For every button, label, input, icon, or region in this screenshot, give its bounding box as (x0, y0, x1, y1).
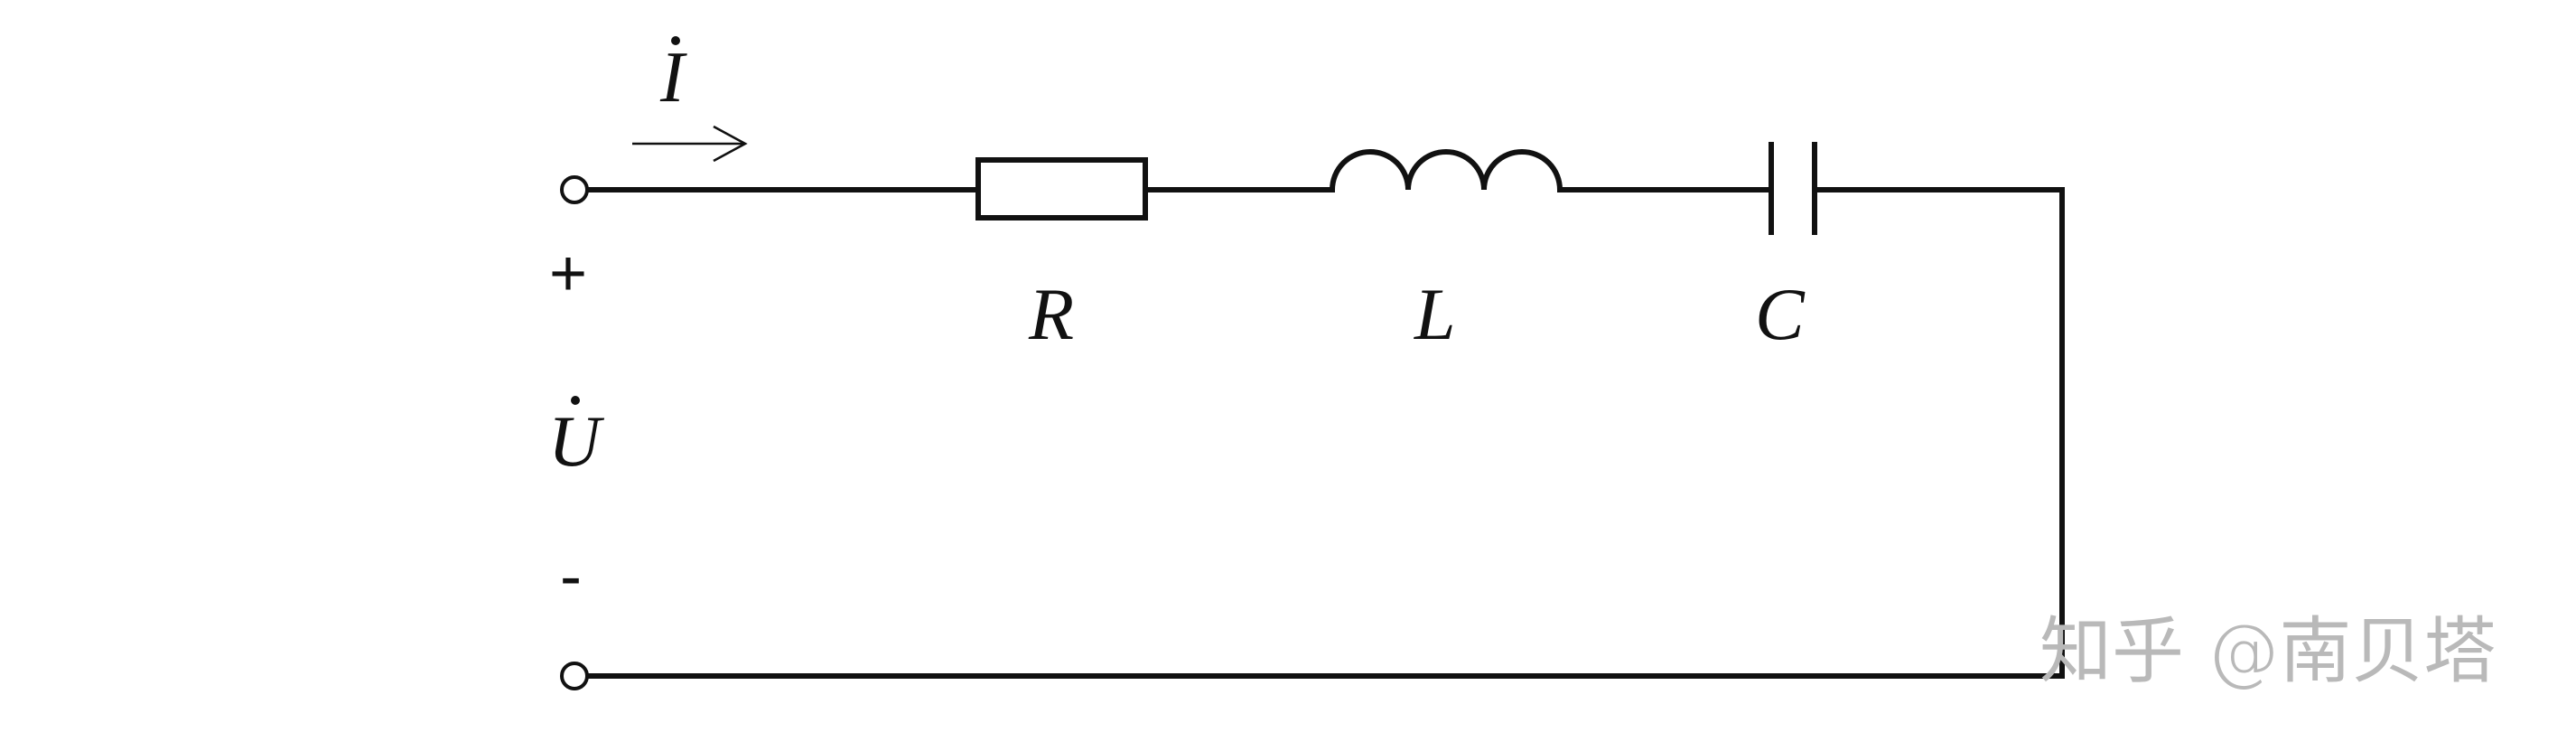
current-label: I (659, 38, 687, 117)
plus-sign: + (549, 238, 587, 310)
current-arrow-head (713, 125, 748, 163)
minus-sign: - (560, 540, 582, 613)
top-terminal (560, 175, 589, 204)
current-phasor-dot (671, 36, 680, 45)
bottom-terminal (560, 662, 589, 690)
inductor-label: L (1414, 273, 1456, 355)
watermark: 知乎 @南贝塔 (2039, 609, 2496, 693)
voltage-label: U (548, 402, 605, 482)
wire-capacitor-right-down-bottom (586, 187, 2065, 679)
resistor (975, 157, 1148, 221)
resistor-label: R (1028, 273, 1074, 355)
voltage-phasor-dot (571, 396, 580, 405)
capacitor-label: C (1755, 273, 1806, 355)
inductor (1329, 149, 1563, 193)
